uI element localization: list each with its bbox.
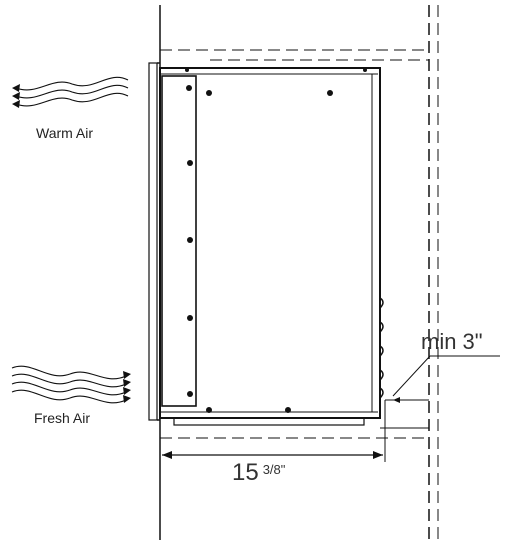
clearance-leader xyxy=(392,355,431,397)
warm-air-waves xyxy=(15,76,129,107)
unit-base xyxy=(173,417,365,426)
width-fraction: 3/8" xyxy=(262,462,286,477)
fresh-air-waves xyxy=(11,365,127,404)
side-panel xyxy=(161,75,197,407)
front-trim xyxy=(148,62,158,421)
min-clearance-label: min 3" xyxy=(421,329,483,354)
fresh-air-label: Fresh Air xyxy=(34,410,91,426)
unit-box xyxy=(159,67,381,419)
warm-air-label: Warm Air xyxy=(36,125,94,141)
width-whole: 15 xyxy=(232,459,259,486)
